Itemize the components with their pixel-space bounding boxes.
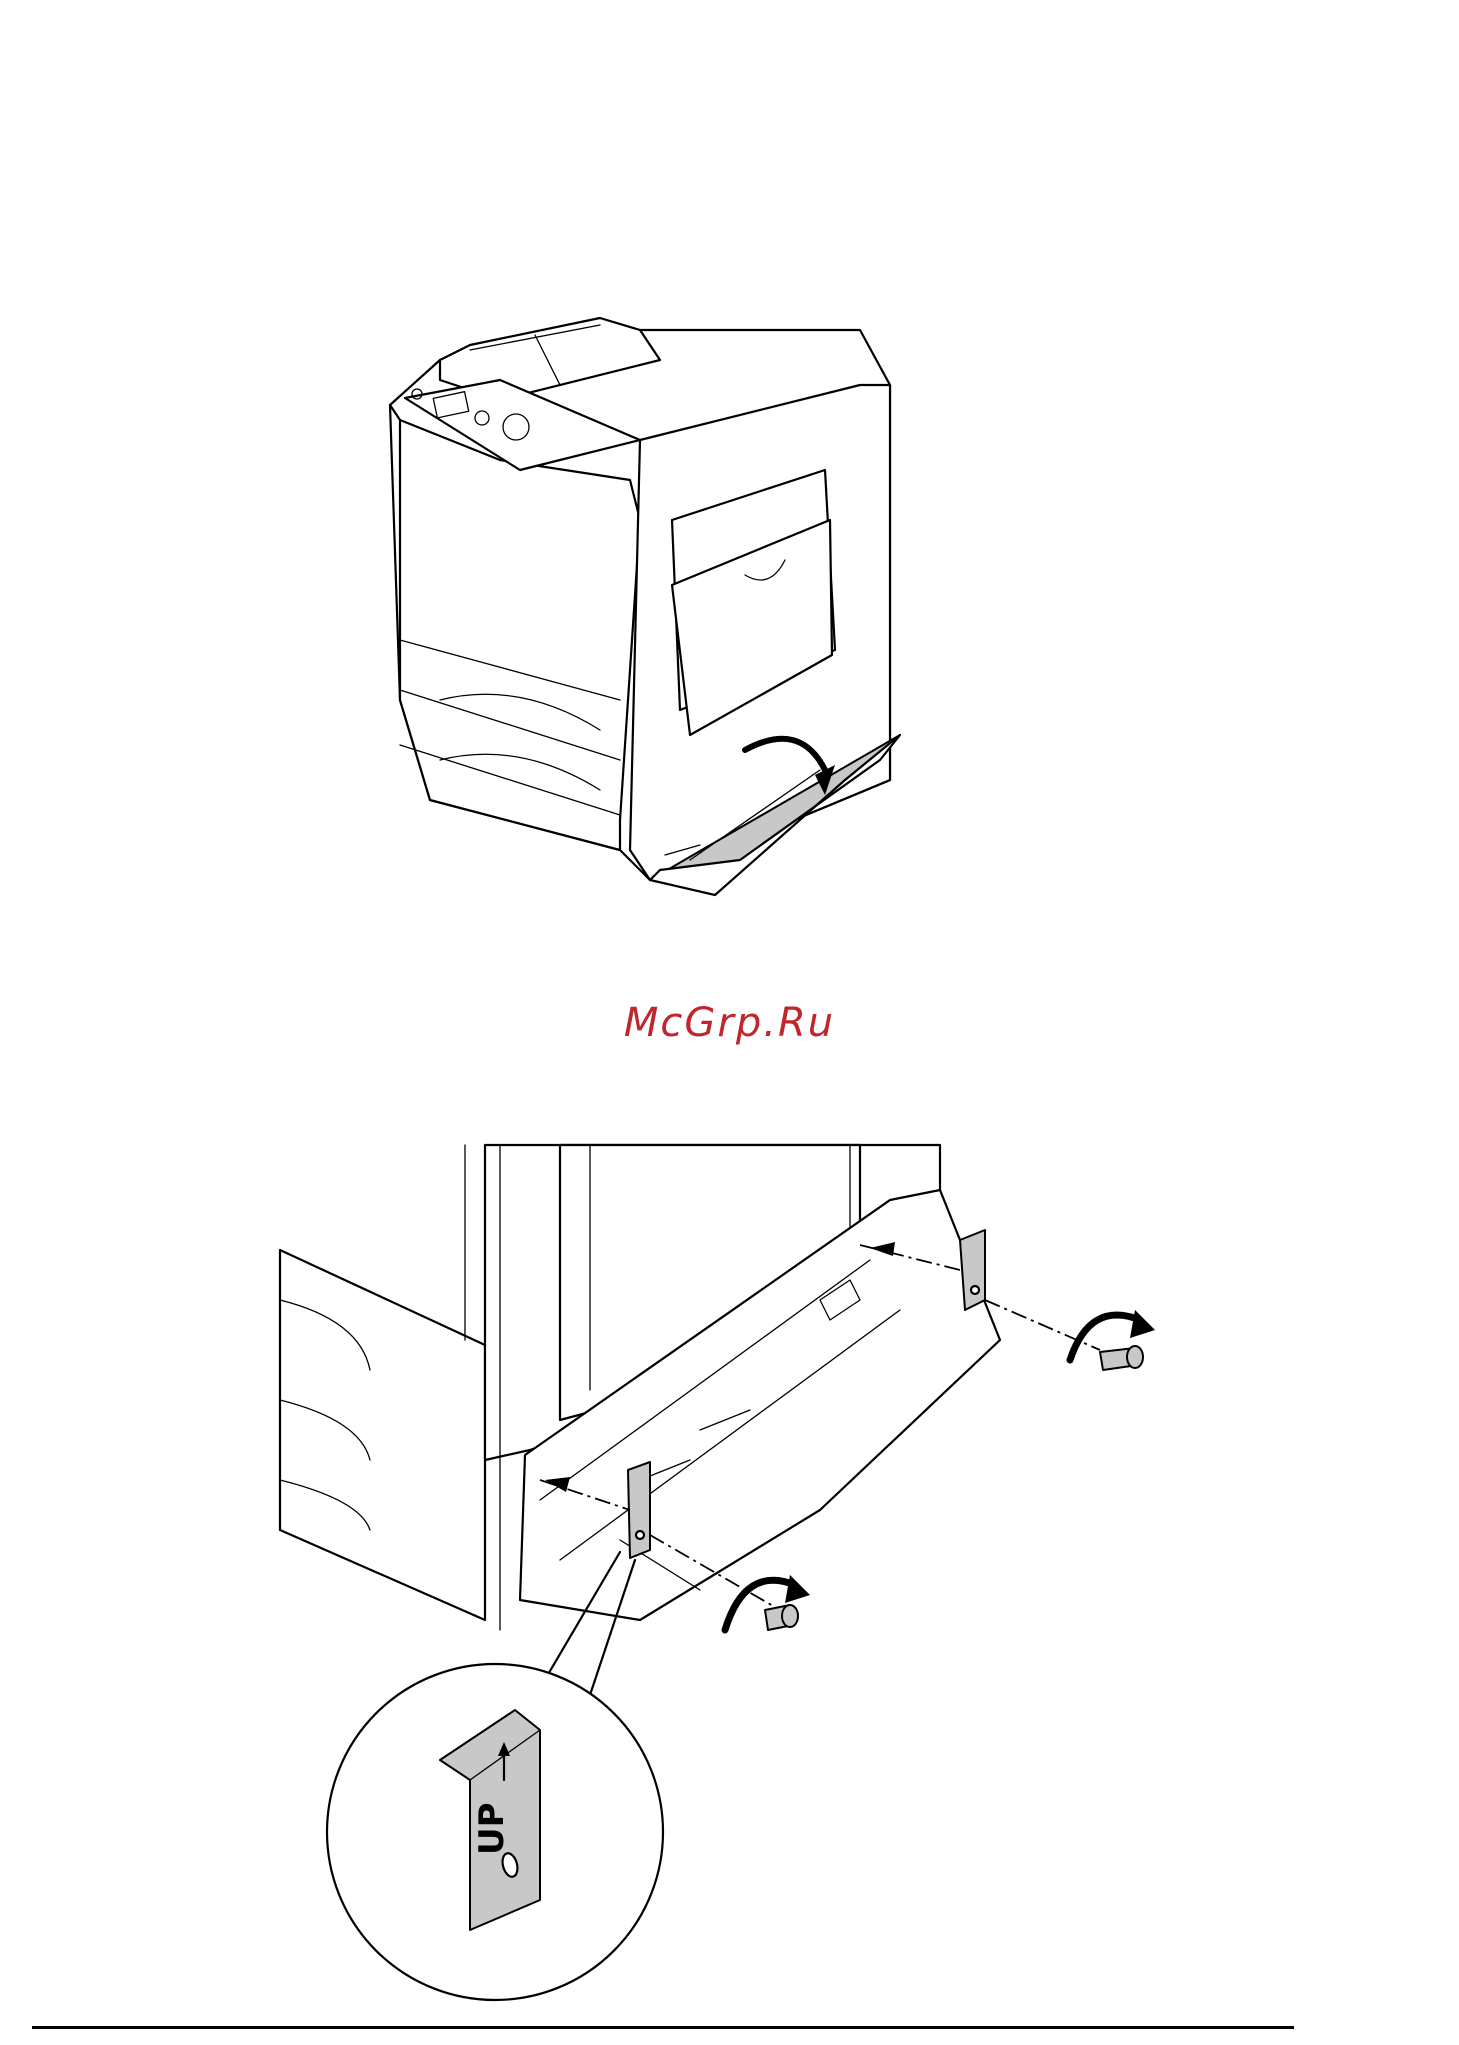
- up-label: UP: [472, 1795, 512, 1855]
- screw-icon: [1100, 1346, 1143, 1370]
- footer-rule: [32, 2026, 1294, 2029]
- screw-icon: [765, 1605, 798, 1630]
